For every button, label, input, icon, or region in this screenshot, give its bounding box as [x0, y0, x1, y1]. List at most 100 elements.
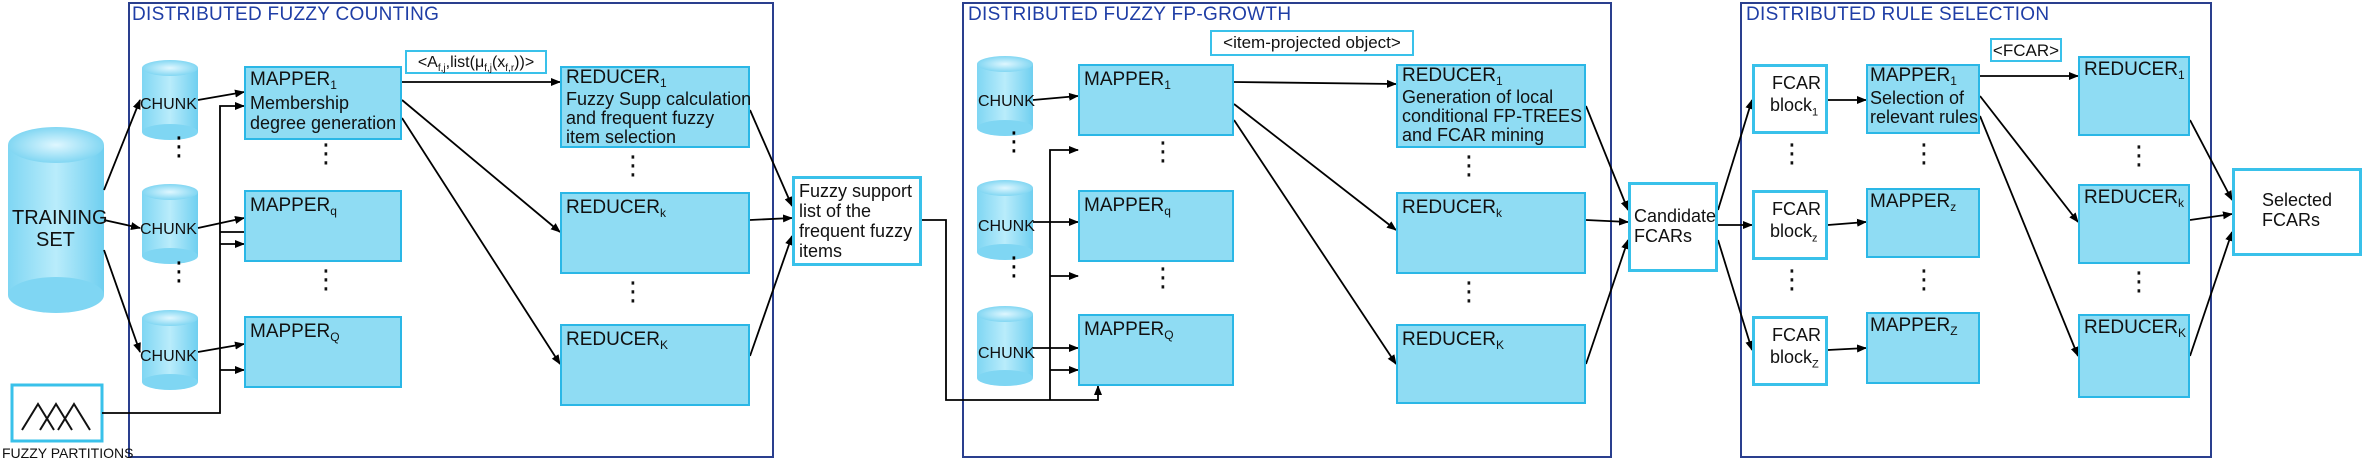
- reducer-desc: Fuzzy Supp calculation: [566, 89, 752, 109]
- flow-arrow: [1827, 218, 1867, 227]
- growth-mapper-q: [1078, 190, 1234, 262]
- fuzzy-support-text: frequent fuzzy: [799, 221, 913, 241]
- ellipsis: ⋮: [1779, 264, 1805, 294]
- panel-title-selection: DISTRIBUTED RULE SELECTION: [1746, 4, 2050, 25]
- panel-title-growth: DISTRIBUTED FUZZY FP-GROWTH: [968, 4, 1292, 25]
- flow-arrow: [749, 235, 793, 357]
- fcar-block-text: FCAR: [1772, 325, 1821, 345]
- fuzzy-support-text: Fuzzy support: [799, 181, 913, 201]
- reducer-desc: Generation of local: [1402, 87, 1554, 107]
- flow-arrow: [749, 214, 793, 223]
- selection-reducer-k: [2078, 184, 2190, 264]
- chunk-label: CHUNK: [140, 221, 197, 238]
- flow-arrow: [1049, 146, 1079, 400]
- flow-arrow: [103, 249, 141, 353]
- ellipsis: ⋮: [1150, 136, 1176, 166]
- ellipsis: ⋮: [166, 257, 192, 287]
- fuzzy-support-text: list of the: [799, 201, 872, 221]
- mapper-label: MAPPERq: [250, 195, 337, 219]
- flow-arrow: [401, 99, 561, 233]
- selection-mapper-1: [1866, 64, 1980, 134]
- fuzzy-partitions-icon: [10, 383, 104, 443]
- fuzzy-support-text: items: [799, 241, 843, 261]
- chunk-cylinder-icon: [977, 56, 1033, 136]
- selection-reducer-1: [2078, 56, 2190, 136]
- flow-arrow: [1233, 79, 1397, 88]
- counting-mapper-1: [244, 66, 402, 140]
- mapper-label: MAPPERQ: [250, 321, 340, 345]
- ellipsis: ⋮: [2126, 266, 2152, 296]
- selected-fcars: [2232, 168, 2362, 256]
- growth-reducer-k: [1396, 192, 1586, 274]
- training-set-cylinder-icon: [8, 127, 104, 313]
- flow-arrow: [2189, 211, 2233, 221]
- flow-arrow: [1979, 95, 2079, 223]
- flow-arrow: [197, 341, 245, 353]
- reducer-label: REDUCERK: [2084, 317, 2186, 341]
- growth-reducer-K: [1396, 324, 1586, 404]
- reducer-label: REDUCER1: [2084, 59, 2185, 83]
- selection-mapper-Z: [1866, 312, 1980, 384]
- fcar-block-1: [1752, 64, 1828, 134]
- candidate-text: Candidate: [1634, 206, 1717, 226]
- chunk-label: CHUNK: [978, 218, 1035, 235]
- chunk-label: CHUNK: [140, 96, 197, 113]
- training-set-label: TRAINING: [12, 207, 108, 229]
- mapper-label: MAPPERZ: [1870, 315, 1958, 339]
- ellipsis: ⋮: [313, 138, 339, 168]
- ellipsis: ⋮: [1911, 264, 1937, 294]
- candidate-fcars: [1628, 182, 1718, 272]
- ellipsis: ⋮: [313, 264, 339, 294]
- panel-rule-selection: [1740, 2, 2212, 458]
- reducer-label: REDUCERk: [2084, 187, 2184, 211]
- ellipsis: ⋮: [1001, 127, 1027, 157]
- flow-arrow: [1233, 119, 1397, 365]
- panel-fp-growth: [962, 2, 1612, 458]
- reducer-desc: and FCAR mining: [1402, 125, 1545, 145]
- flow-arrow: [103, 99, 141, 191]
- counting-mapper-Q: [244, 316, 402, 388]
- panel-title-counting: DISTRIBUTED FUZZY COUNTING: [132, 4, 440, 25]
- fcar-block-Z: [1752, 316, 1828, 386]
- chunk-label: CHUNK: [978, 93, 1035, 110]
- ellipsis: ⋮: [1001, 252, 1027, 282]
- mapper-label: MAPPERq: [1084, 195, 1171, 219]
- counting-reducer-k: [560, 192, 750, 274]
- flow-arrow: [1233, 103, 1397, 231]
- mapper-label: MAPPERz: [1870, 191, 1957, 215]
- panel-fuzzy-counting: [128, 2, 774, 458]
- reducer-label: REDUCERK: [1402, 329, 1504, 353]
- reducer-label: REDUCER1: [1402, 65, 1503, 89]
- flow-arrow: [102, 102, 245, 414]
- chunk-cylinder-icon: [977, 306, 1033, 386]
- ellipsis: ⋮: [620, 150, 646, 180]
- chunk-cylinder-icon: [142, 184, 198, 264]
- candidate-text: FCARs: [1634, 226, 1692, 246]
- flow-arrow: [1827, 344, 1867, 353]
- reducer-desc: conditional FP-TREES: [1402, 106, 1583, 126]
- fcar-block-text: FCAR: [1772, 199, 1821, 219]
- counting-reducer-K: [560, 324, 750, 406]
- flow-arrow: [2189, 119, 2233, 201]
- flow-arrow: [197, 216, 245, 229]
- ellipsis: ⋮: [1911, 138, 1937, 168]
- fcar-block-z: [1752, 190, 1828, 260]
- ellipsis: ⋮: [2126, 140, 2152, 170]
- key-value-annotation: <Af,j,list(μf,j(xf,r))>: [405, 50, 547, 74]
- chunk-label: CHUNK: [978, 345, 1035, 362]
- fcar-block-text: blockz: [1770, 221, 1818, 245]
- flow-arrow: [749, 109, 793, 207]
- flow-arrow: [1585, 217, 1629, 226]
- fcar-block-text: FCAR: [1772, 73, 1821, 93]
- selected-text: FCARs: [2262, 210, 2320, 230]
- mapper-label: MAPPERQ: [1084, 319, 1174, 343]
- ellipsis: ⋮: [620, 276, 646, 306]
- flow-arrow: [922, 219, 1102, 401]
- selection-reducer-K: [2078, 314, 2190, 398]
- reducer-label: REDUCER1: [566, 67, 667, 91]
- selected-text: Selected: [2262, 190, 2333, 210]
- mapper-desc: Membership: [250, 93, 350, 113]
- ellipsis: ⋮: [166, 132, 192, 162]
- fcar-block-text: blockZ: [1770, 347, 1819, 371]
